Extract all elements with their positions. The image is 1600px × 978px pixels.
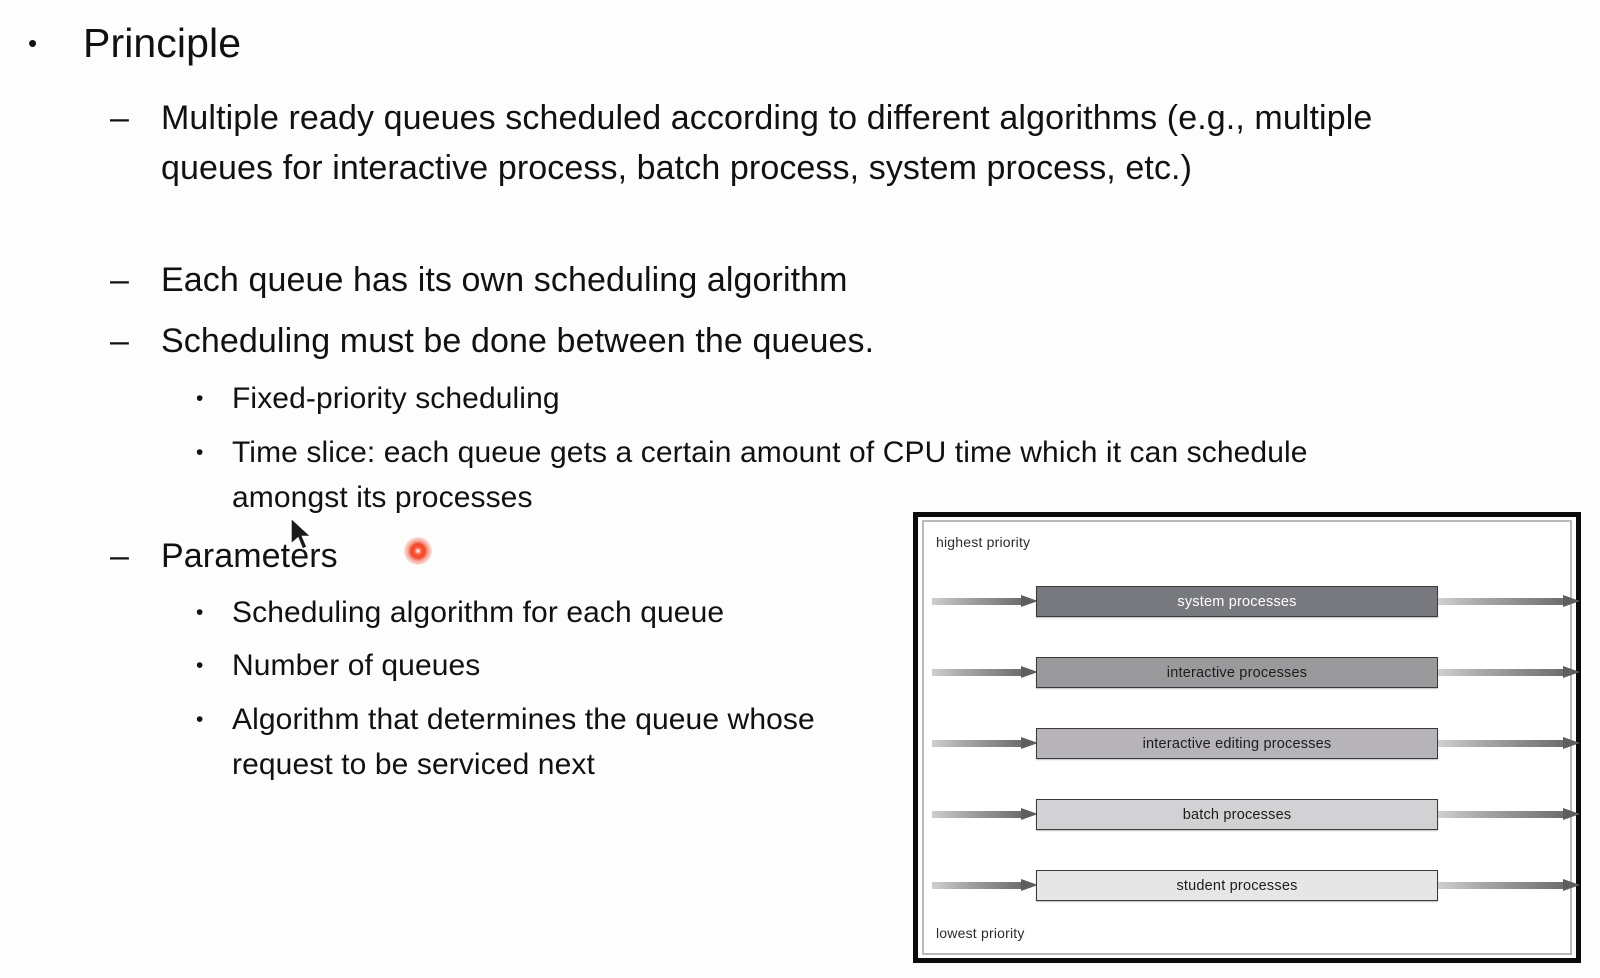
queue-label: system processes — [1177, 593, 1297, 610]
highest-priority-label: highest priority — [936, 534, 1031, 550]
incoming-arrow-icon — [932, 666, 1038, 679]
queue-row: student processes — [924, 870, 1580, 901]
incoming-arrow-icon — [932, 808, 1038, 821]
outgoing-arrow-icon — [1438, 595, 1580, 608]
diagram-inner-frame: highest priority lowest priority system … — [922, 520, 1580, 955]
bullet-text: Parameters — [161, 537, 338, 575]
queue-row: system processes — [924, 586, 1580, 617]
queue-box: interactive processes — [1036, 657, 1438, 688]
bullet-marker: – — [110, 261, 130, 299]
bullet-item: –Each queue has its own scheduling algor… — [110, 255, 1430, 305]
bullet-text: Fixed-priority scheduling — [232, 382, 560, 415]
bullet-item: • Number of queues — [196, 643, 896, 688]
bullet-marker: – — [110, 322, 130, 360]
queue-box: student processes — [1036, 870, 1438, 901]
outgoing-arrow-icon — [1438, 737, 1580, 750]
queue-row: batch processes — [924, 799, 1580, 830]
bullet-item: • Scheduling algorithm for each queue — [196, 590, 896, 635]
bullet-item: –Parameters — [110, 531, 810, 581]
bullet-text: Algorithm that determines the queue whos… — [232, 703, 815, 781]
outgoing-arrow-icon — [1438, 879, 1580, 892]
bullet-item: • Time slice: each queue gets a certain a… — [196, 430, 1376, 520]
bullet-marker: • — [196, 708, 204, 731]
bullet-text: Each queue has its own scheduling algori… — [161, 261, 848, 299]
queue-box: interactive editing processes — [1036, 728, 1438, 759]
queue-label: interactive editing processes — [1142, 735, 1332, 752]
bullet-text: Principle — [83, 20, 242, 66]
bullet-text: Multiple ready queues scheduled accordin… — [161, 99, 1373, 187]
bullet-item: –Multiple ready queues scheduled accordi… — [110, 93, 1430, 193]
bullet-item: –Scheduling must be done between the que… — [110, 316, 1430, 366]
multilevel-queue-diagram: highest priority lowest priority system … — [913, 512, 1581, 963]
bullet-text: Number of queues — [232, 649, 481, 682]
incoming-arrow-icon — [932, 879, 1038, 892]
queue-label: batch processes — [1182, 806, 1292, 823]
incoming-arrow-icon — [932, 595, 1038, 608]
bullet-marker: – — [110, 99, 130, 137]
outgoing-arrow-icon — [1438, 666, 1580, 679]
outgoing-arrow-icon — [1438, 808, 1580, 821]
queue-box: batch processes — [1036, 799, 1438, 830]
bullet-marker: • — [196, 654, 204, 677]
lowest-priority-label: lowest priority — [936, 925, 1025, 941]
bullet-marker: • — [196, 387, 204, 410]
queue-label: interactive processes — [1166, 664, 1308, 681]
incoming-arrow-icon — [932, 737, 1038, 750]
bullet-item: • Algorithm that determines the queue who… — [196, 697, 896, 787]
queue-label: student processes — [1176, 877, 1298, 894]
bullet-marker: • — [196, 441, 204, 464]
queue-row: interactive editing processes — [924, 728, 1580, 759]
bullet-marker: • — [196, 601, 204, 624]
bullet-marker: – — [110, 537, 130, 575]
bullet-text: Scheduling algorithm for each queue — [232, 596, 725, 629]
bullet-item: • Principle — [28, 18, 241, 68]
bullet-text: Scheduling must be done between the queu… — [161, 322, 875, 360]
bullet-item: • Fixed-priority scheduling — [196, 376, 1376, 421]
bullet-text: Time slice: each queue gets a certain am… — [232, 436, 1308, 514]
queue-box: system processes — [1036, 586, 1438, 617]
bullet-marker: • — [28, 28, 38, 58]
queue-row: interactive processes — [924, 657, 1580, 688]
